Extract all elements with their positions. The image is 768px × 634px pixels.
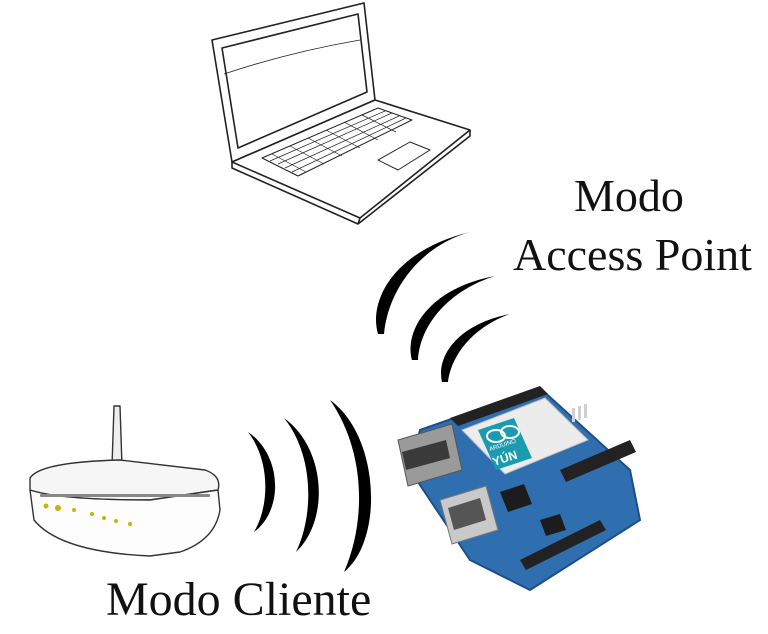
yun-logo-text: YÚN [490,447,519,469]
wifi-waves-icon [248,400,372,572]
wifi-waves-icon [375,232,510,382]
laptop-icon [211,2,471,225]
router-icon [29,405,221,557]
client-mode-label: Modo Cliente [106,573,372,626]
arduino-yun-board: ARDUINO YÚN [397,386,642,592]
access-point-mode-label-line1: Modo [574,170,684,221]
access-point-mode-label-line2: Access Point [513,229,752,280]
